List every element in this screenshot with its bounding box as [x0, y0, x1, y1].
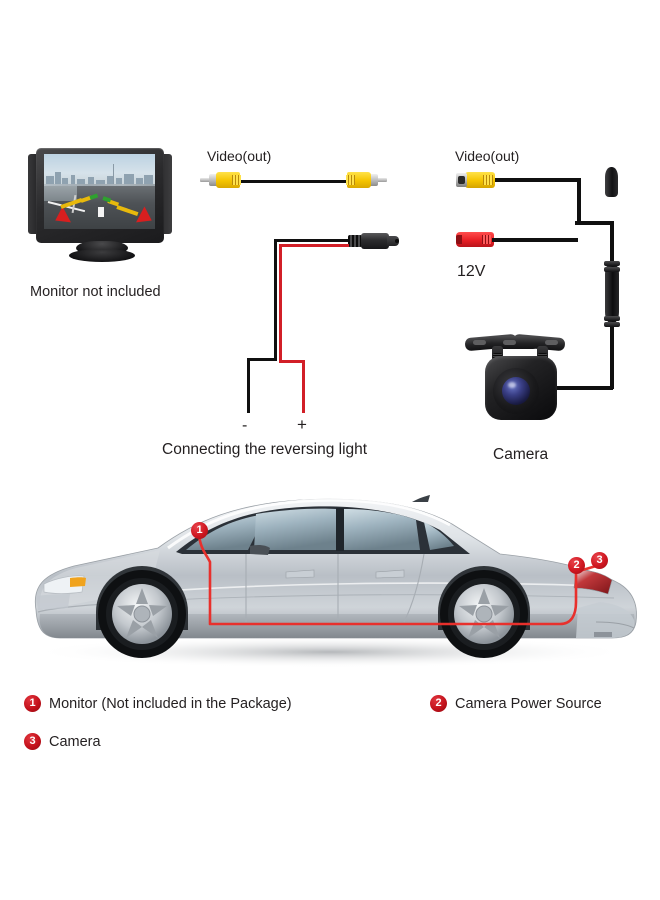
- camera-power-wire-horizontal: [492, 238, 578, 242]
- car-callout-3: 3: [591, 552, 608, 569]
- power-red-wire-to-plus: [302, 360, 305, 413]
- ferrite-choke: [604, 261, 620, 327]
- legend-badge-3: 3: [24, 733, 41, 750]
- camera-mount-bracket: [464, 333, 583, 361]
- rca-cable-black-wire: [240, 180, 360, 183]
- rca-male-left-connector: [200, 172, 246, 188]
- power-jack-red-connector: [456, 232, 498, 247]
- power-red-wire-top: [279, 244, 349, 247]
- plus-terminal-label: +: [297, 415, 307, 434]
- legend-item-1: 1 Monitor (Not included in the Package): [24, 695, 292, 712]
- legend-badge-1: 1: [24, 695, 41, 712]
- camera-cable-connector-stub: [605, 167, 618, 197]
- camera-trunk-wire-to-body: [540, 386, 613, 390]
- monitor-screen: [44, 154, 155, 229]
- twelve-volt-label: 12V: [457, 263, 486, 280]
- minus-terminal-label: -: [242, 417, 248, 434]
- camera-body: [485, 356, 557, 420]
- camera-lens-housing: [493, 368, 539, 414]
- monitor-bezel: [36, 148, 164, 243]
- power-red-wire-branch: [279, 360, 305, 363]
- screen-curb: [44, 185, 78, 201]
- video-out-left-label: Video(out): [207, 148, 272, 164]
- rca-female-camera-connector: [456, 172, 500, 188]
- car-callout-2: 2: [568, 557, 585, 574]
- monitor-stand-base: [69, 249, 135, 262]
- power-black-wire-top: [274, 239, 348, 242]
- legend-label-1: Monitor (Not included in the Package): [49, 695, 292, 712]
- power-black-wire-to-minus: [247, 358, 250, 413]
- camera-illustration: [462, 333, 588, 424]
- dc-barrel-plug-connector: [345, 233, 399, 249]
- camera-lens-glint: [508, 382, 516, 388]
- legend-label-2: Camera Power Source: [455, 695, 602, 712]
- legend-item-2: 2 Camera Power Source: [430, 695, 602, 712]
- camera-video-wire-vertical: [577, 178, 581, 224]
- legend-badge-2: 2: [430, 695, 447, 712]
- car-callout-1: 1: [191, 522, 208, 539]
- camera-lens: [502, 377, 530, 405]
- reversing-light-label: Connecting the reversing light: [162, 441, 368, 458]
- legend-item-3: 3 Camera: [24, 733, 101, 750]
- monitor-illustration: [28, 148, 180, 273]
- video-out-right-label: Video(out): [455, 148, 520, 164]
- power-black-wire-branch: [247, 358, 277, 361]
- power-red-wire-vertical: [279, 244, 282, 362]
- camera-junction-wire: [575, 221, 613, 225]
- legend-label-3: Camera: [49, 733, 101, 750]
- screen-skyline: [44, 163, 155, 187]
- car-svg: [30, 495, 637, 668]
- monitor-caption: Monitor not included: [30, 284, 161, 300]
- camera-caption: Camera: [493, 446, 549, 463]
- rca-male-right-connector: [341, 172, 387, 188]
- camera-video-wire-horizontal: [495, 178, 580, 182]
- car-illustration: 1 2 3: [0, 462, 660, 677]
- power-black-wire-vertical: [274, 239, 277, 361]
